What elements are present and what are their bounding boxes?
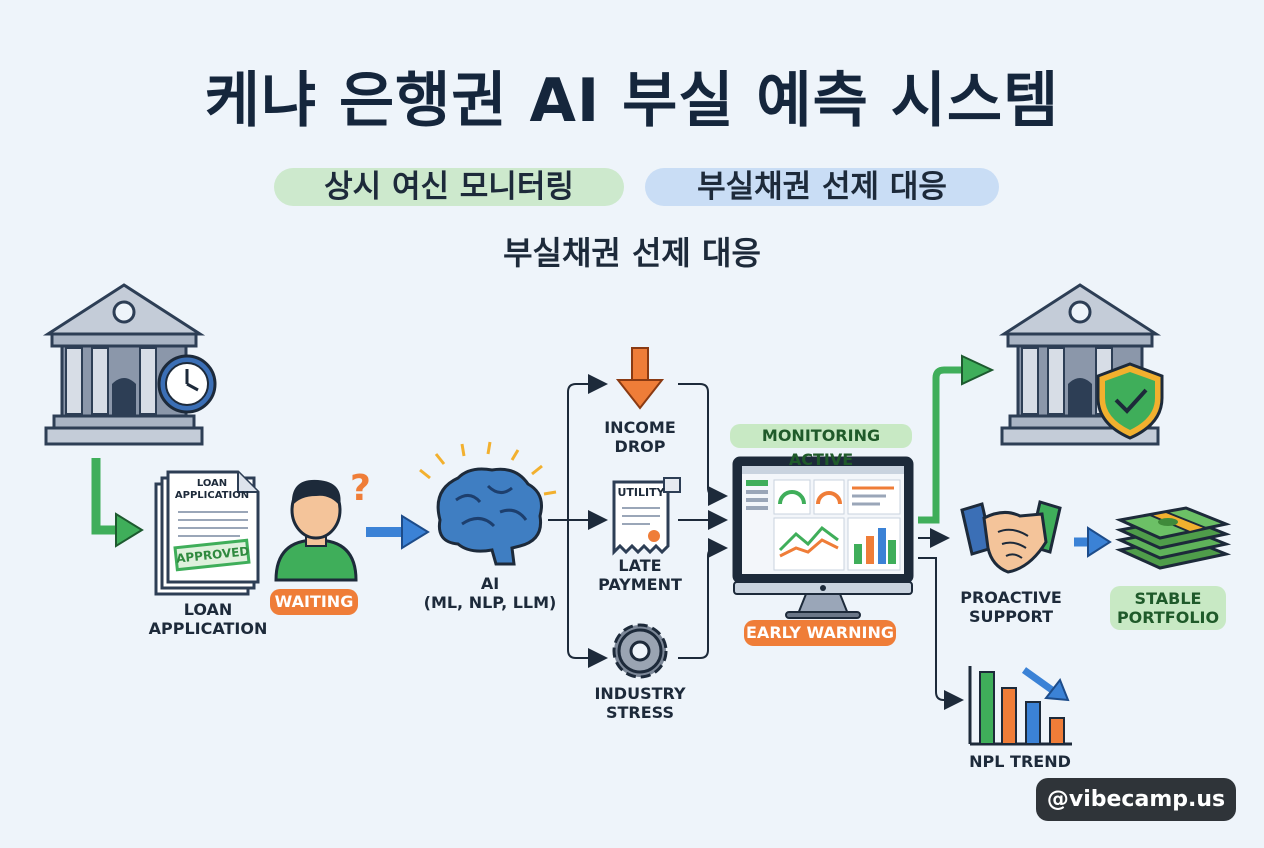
clock-icon bbox=[157, 354, 217, 414]
monitoring-active-badge: MONITORING ACTIVE bbox=[730, 424, 912, 469]
industry-stress-label: INDUSTRY STRESS bbox=[594, 684, 686, 722]
income-drop-label: INCOME DROP bbox=[604, 418, 676, 456]
stable-portfolio-badge: STABLE PORTFOLIO bbox=[1110, 586, 1226, 630]
output-connectors bbox=[918, 354, 995, 710]
question-icon: ? bbox=[350, 468, 371, 509]
loan-application-label: LOAN APPLICATION bbox=[148, 600, 268, 638]
shield-check-icon bbox=[1096, 362, 1164, 440]
tag-monitoring: 상시 여신 모니터링 bbox=[274, 168, 624, 206]
early-warning-badge: EARLY WARNING bbox=[744, 620, 896, 646]
person-icon bbox=[274, 479, 358, 582]
bar-chart-icon bbox=[968, 666, 1072, 746]
late-payment-label: LATE PAYMENT bbox=[598, 556, 682, 594]
page-title: 케냐 은행권 AI 부실 예측 시스템 bbox=[204, 66, 1060, 136]
arrow-down-icon bbox=[615, 347, 665, 410]
loan-doc-title: LOAN APPLICATION bbox=[174, 478, 250, 501]
ai-label: AI (ML, NLP, LLM) bbox=[423, 574, 557, 612]
subtitle: 부실채권 선제 대응 bbox=[503, 234, 761, 272]
brain-icon bbox=[419, 441, 557, 566]
monitor-icon bbox=[732, 456, 914, 619]
document-icon bbox=[154, 470, 260, 596]
money-stack-icon bbox=[1114, 506, 1232, 570]
handshake-icon bbox=[960, 500, 1062, 574]
npl-trend-label: NPL TREND bbox=[969, 752, 1071, 771]
branch-connectors bbox=[548, 374, 728, 668]
arrow-bank-to-doc-head bbox=[115, 512, 144, 548]
arrow-bank-to-doc bbox=[91, 458, 118, 535]
watermark: @vibecamp.us bbox=[1036, 778, 1236, 821]
bank-icon bbox=[42, 283, 206, 446]
utility-doc-label: UTILITY bbox=[617, 486, 665, 499]
tag-preemptive: 부실채권 선제 대응 bbox=[645, 168, 999, 206]
bank-right-icon bbox=[998, 283, 1162, 446]
waiting-badge: WAITING bbox=[270, 589, 358, 615]
proactive-support-label: PROACTIVE SUPPORT bbox=[960, 588, 1062, 626]
arrow-support-to-portfolio-head bbox=[1087, 526, 1112, 558]
gear-icon bbox=[612, 623, 668, 679]
receipt-icon bbox=[612, 477, 681, 556]
arrow-person-to-ai-head bbox=[401, 514, 430, 550]
